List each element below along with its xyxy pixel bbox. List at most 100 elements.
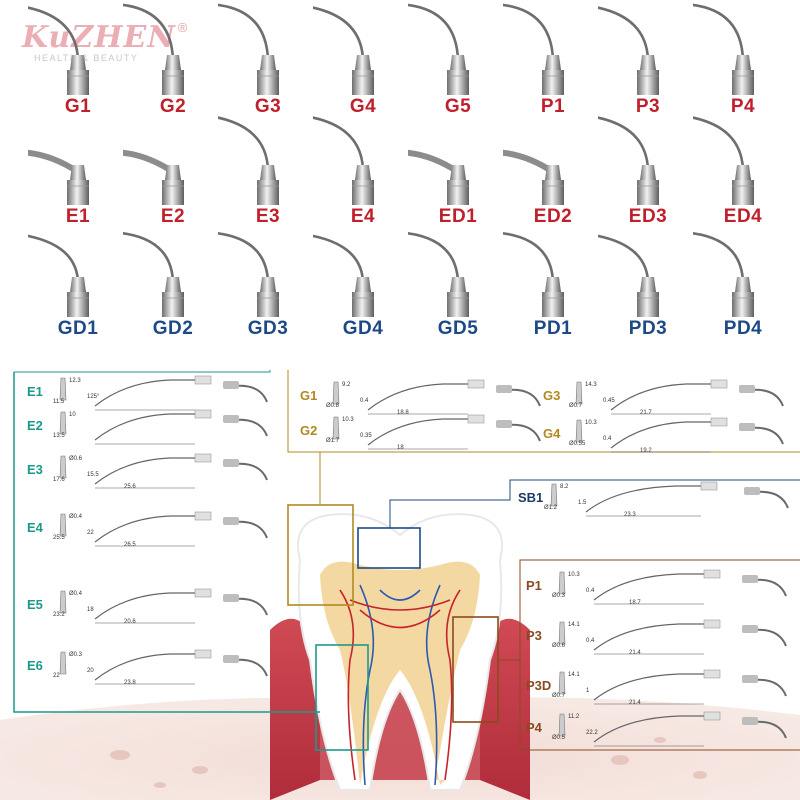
diagram-row-label: E1 [27, 384, 43, 399]
tip-label: E4 [350, 206, 376, 227]
tip-dimension-drawing [332, 414, 541, 450]
dimension-value: 10.3 [568, 572, 580, 578]
tip-dimension-drawing [575, 417, 784, 453]
dimension-value: 21.4 [629, 650, 641, 656]
tip-label: ED2 [533, 206, 573, 227]
dimension-value: 26.5 [124, 542, 136, 548]
scaler-tip-icon [313, 116, 374, 205]
dimension-value: Ø1.2 [544, 505, 558, 511]
scaler-tip-icon [28, 234, 89, 317]
scaler-tip-icon [313, 234, 374, 317]
tip-label: G4 [349, 96, 377, 117]
dimension-value: 0.4 [586, 588, 595, 594]
dimension-value: 1 [586, 688, 590, 694]
dimension-value: 125° [87, 394, 100, 400]
dimension-value: 10 [69, 412, 76, 418]
dimension-value: 1.5 [578, 500, 587, 506]
tip-item: GD1 [28, 222, 128, 340]
diagram-row-label: SB1 [518, 490, 544, 505]
diagram-row-label: G4 [543, 426, 561, 441]
tip-item: PD1 [503, 222, 603, 340]
tip-label: G3 [254, 96, 282, 117]
tip-label: PD4 [723, 318, 763, 339]
scaler-tip-icon [123, 149, 184, 205]
tip-label: PD3 [628, 318, 668, 339]
tip-item: PD3 [598, 222, 698, 340]
scaler-tip-icon [313, 6, 374, 95]
tip-item: G1 [28, 0, 128, 118]
scaler-tip-icon [123, 3, 184, 95]
dimension-value: 11.5 [53, 399, 65, 405]
dimension-value: 23.2 [53, 612, 65, 618]
dimension-value: 9.2 [342, 382, 351, 388]
dimension-value: 0.4 [360, 398, 369, 404]
diagram-row-label: G3 [543, 388, 561, 403]
tip-item: GD3 [218, 222, 318, 340]
logo-name: KuZHEN [22, 20, 176, 55]
tip-dimension-drawing [558, 669, 787, 705]
dimension-value: 25.6 [124, 484, 136, 490]
tip-item: P3 [598, 0, 698, 118]
dimension-value: 20 [87, 668, 94, 674]
diagram-row-label: P1 [526, 578, 542, 593]
dimension-value: 21.4 [629, 700, 641, 706]
scaler-tip-icon [218, 232, 279, 317]
tip-label: GD5 [437, 318, 479, 339]
tip-dimension-drawing [59, 375, 268, 411]
dimension-value: 0.4 [586, 638, 595, 644]
scaler-tip-icon [28, 6, 89, 95]
dimension-value: 20.6 [124, 619, 136, 625]
brand-logo: KuZHEN® HEALTH & BEAUTY [22, 20, 187, 63]
tip-item: P1 [503, 0, 603, 118]
dimension-value: Ø0.3 [552, 593, 566, 599]
scaler-tip-icon [598, 6, 659, 95]
diagram-row-label: P3 [526, 628, 542, 643]
dimension-value: Ø0.8 [326, 403, 340, 409]
scaler-tip-icon [218, 116, 279, 205]
tip-item: E3 [218, 110, 318, 228]
tip-item: GD4 [313, 222, 413, 340]
diagram-row-label: E2 [27, 418, 43, 433]
dimension-value: 18 [397, 445, 404, 451]
scaler-tip-icon [693, 232, 754, 317]
tip-dimension-drawing [550, 481, 789, 517]
tip-item: PD4 [693, 222, 793, 340]
dimension-value: Ø1.7 [326, 438, 340, 444]
dimension-value: 23.8 [124, 680, 136, 686]
scaler-tip-icon [503, 149, 564, 205]
dimension-value: Ø0.55 [569, 441, 586, 447]
tip-label: ED1 [438, 206, 478, 227]
dimension-value: 18.8 [397, 410, 409, 416]
tip-label: ED4 [723, 206, 763, 227]
tip-item: E1 [28, 110, 128, 228]
dimension-value: Ø0.4 [69, 591, 83, 597]
dimension-value: 22 [87, 530, 94, 536]
scaler-tip-icon [408, 3, 469, 95]
tooth-illustration [0, 513, 800, 800]
dimension-value: Ø0.7 [552, 693, 566, 699]
tip-dimension-drawing [332, 379, 541, 415]
diagram-row-label: P3D [526, 678, 552, 693]
scaler-tip-icon [408, 232, 469, 317]
tip-label: P1 [540, 96, 566, 117]
dimension-value: Ø0.6 [69, 456, 83, 462]
dimension-value: Ø0.5 [552, 735, 566, 741]
dimension-value: 8.2 [560, 484, 569, 490]
tip-label: P4 [730, 96, 756, 117]
tip-item: E4 [313, 110, 413, 228]
tip-dimension-drawing [575, 379, 784, 415]
dimension-value: Ø0.4 [69, 514, 83, 520]
logo-tagline: HEALTH & BEAUTY [34, 53, 139, 63]
tip-dimension-drawing [59, 511, 268, 547]
tip-label: E1 [65, 206, 91, 227]
tip-label: E2 [160, 206, 186, 227]
dimension-value: 17.6 [53, 477, 65, 483]
tip-item: G4 [313, 0, 413, 118]
dimension-value: 22 [53, 673, 60, 679]
tip-dimension-drawing [558, 619, 787, 655]
tip-dimension-drawing [59, 453, 268, 489]
tip-item: E2 [123, 110, 223, 228]
dimension-value: 12.3 [69, 378, 81, 384]
tip-label: PD1 [533, 318, 573, 339]
tip-label: GD4 [342, 318, 384, 339]
